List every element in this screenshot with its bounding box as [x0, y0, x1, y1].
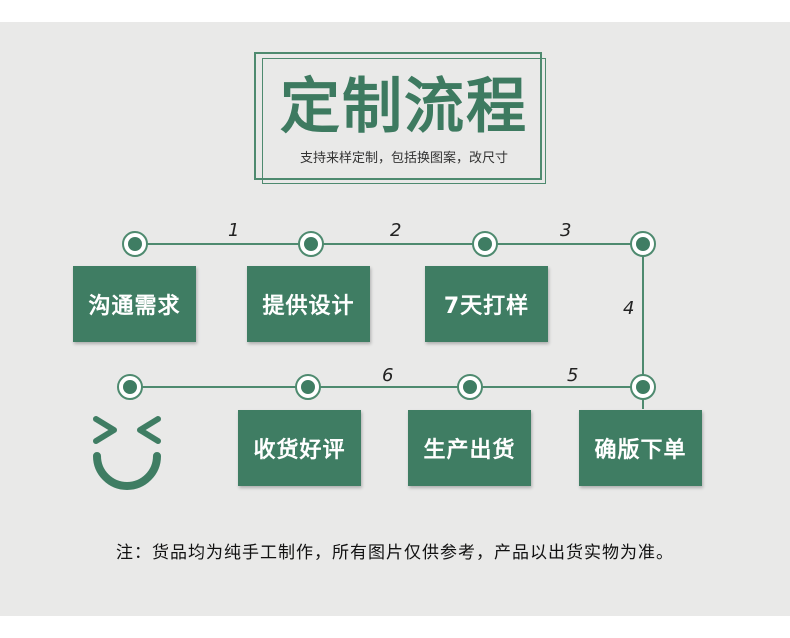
flow-node-dot-5	[117, 374, 143, 400]
step-box-communicate: 沟通需求	[73, 266, 196, 342]
step-number-6: 6	[382, 365, 394, 386]
step-number-5: 5	[567, 365, 579, 386]
flow-node-dot-7	[457, 374, 483, 400]
step-number-3: 3	[560, 220, 572, 241]
step-box-sample: 7天打样	[425, 266, 548, 342]
title-frame-outer	[254, 52, 542, 180]
flow-lines	[93, 231, 656, 490]
step-number-4: 4	[623, 298, 635, 319]
flow-node-dot-2	[298, 231, 324, 257]
page-subtitle: 支持来样定制，包括换图案，改尺寸	[299, 151, 508, 166]
page-title: 定制流程	[280, 72, 528, 142]
step-box-confirm-order: 确版下单	[579, 410, 702, 486]
flow-node-dot-3	[472, 231, 498, 257]
flow-node-dot-1	[122, 231, 148, 257]
step-box-design: 提供设计	[247, 266, 370, 342]
step-box-review: 收货好评	[238, 410, 361, 486]
flow-node-dot-8	[630, 374, 656, 400]
flow-node-dot-4	[630, 231, 656, 257]
flow-canvas: 定制流程 支持来样定制，包括换图案，改尺寸 1 2 3 4 5 6 沟通需求 提…	[0, 22, 790, 616]
footer-note: 注：货品均为纯手工制作，所有图片仅供参考，产品以出货实物为准。	[116, 543, 674, 563]
smiley-face-icon	[93, 416, 161, 490]
step-number-2: 2	[390, 220, 402, 241]
title-frame-inner	[262, 58, 546, 184]
step-box-produce-ship: 生产出货	[408, 410, 531, 486]
step-number-1: 1	[228, 220, 240, 241]
flow-node-dot-6	[295, 374, 321, 400]
